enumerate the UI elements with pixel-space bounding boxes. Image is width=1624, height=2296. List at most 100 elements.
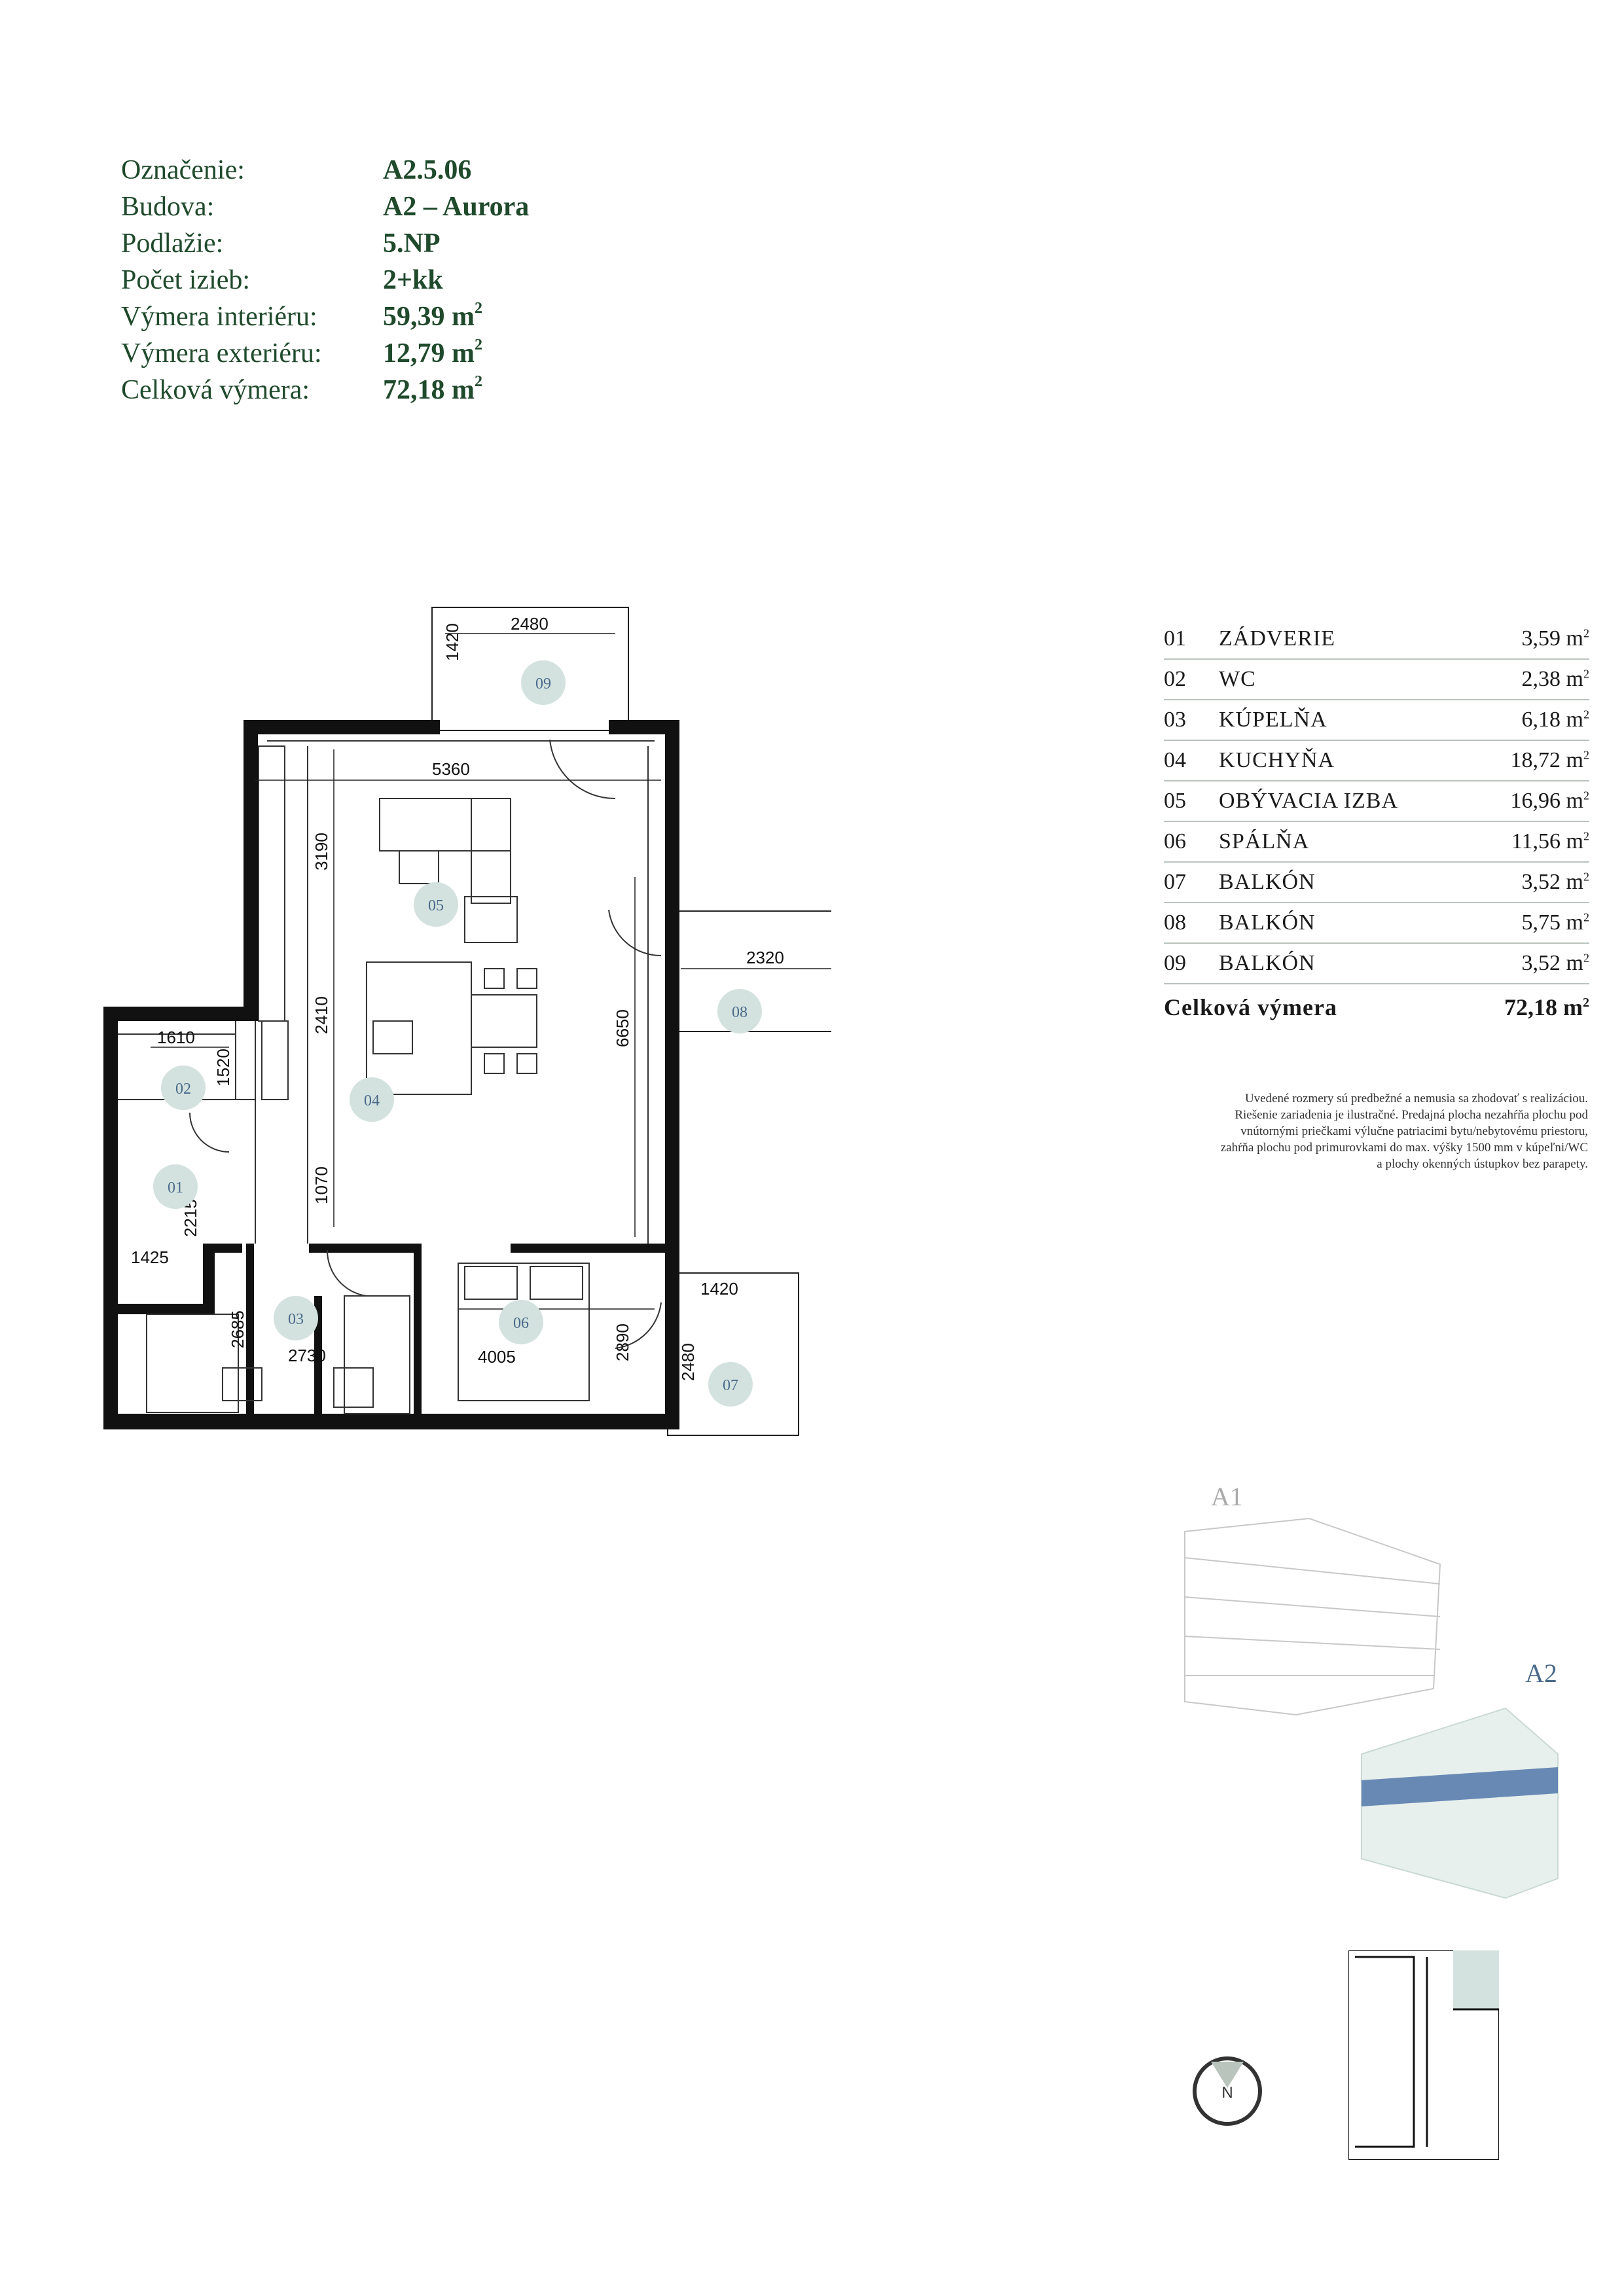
dim-entry-width: 1425 [131, 1247, 169, 1267]
room-number: 02 [1164, 667, 1186, 691]
room-area-text: 3,52 m [1521, 951, 1583, 975]
site-minimap [1348, 1950, 1500, 2161]
dim-bath-width: 2730 [288, 1346, 326, 1365]
room-area-unit: 2 [1583, 910, 1589, 924]
label-a1: A1 [1211, 1482, 1243, 1511]
spec-row: Podlažie: 5.NP [121, 225, 529, 262]
building-a1 [1184, 1517, 1441, 1716]
spec-row: Počet izieb: 2+kk [121, 262, 529, 298]
spec-unit: 2 [475, 300, 482, 317]
dim-living-depth: 3190 [312, 833, 331, 870]
spec-label: Podlažie: [121, 228, 224, 259]
room-name: KUCHYŇA [1219, 748, 1335, 772]
marker-06: 06 [513, 1315, 529, 1332]
floor-plan-drawing: 2480 1420 5360 3190 2410 6650 2320 2480 … [103, 607, 934, 1436]
room-area-unit: 2 [1583, 708, 1589, 721]
label-a2: A2 [1525, 1659, 1557, 1688]
spec-value: 5.NP [383, 228, 441, 259]
disclaimer-note: Uvedené rozmery sú predbežné a nemusia s… [1106, 1090, 1588, 1172]
spec-label: Označenie: [121, 155, 245, 185]
note-line: zahŕňa plochu pod primurovkami do max. v… [1220, 1141, 1588, 1155]
dim-balcony09-depth: 1420 [442, 623, 462, 661]
spec-value: 12,79 m2 [383, 336, 482, 369]
dim-bedroom-depth: 2890 [613, 1323, 632, 1361]
note-line: Uvedené rozmery sú predbežné a nemusia s… [1244, 1092, 1588, 1105]
dim-balcony08-width: 2320 [746, 948, 784, 967]
total-label: Celková výmera [1164, 994, 1337, 1020]
room-name: OBÝVACIA IZBA [1219, 789, 1399, 813]
floor-plan: 2480 1420 5360 3190 2410 6650 2320 2480 … [92, 589, 934, 1479]
spec-value: A2 – Aurora [383, 191, 529, 223]
room-area: 2,38 m2 [1498, 667, 1589, 692]
room-area: 16,96 m2 [1498, 789, 1589, 814]
spec-row: Celková výmera: 72,18 m2 [121, 372, 529, 408]
marker-03: 03 [288, 1311, 304, 1328]
room-area-text: 16,96 m [1510, 789, 1583, 813]
spec-label: Výmera exteriéru: [121, 338, 322, 368]
spec-unit: 2 [475, 336, 482, 353]
dim-kitchen-depth: 2410 [312, 996, 331, 1034]
room-area-unit: 2 [1583, 951, 1589, 965]
marker-09: 09 [535, 675, 551, 692]
spec-unit: 2 [475, 373, 482, 390]
room-name: WC [1219, 667, 1256, 691]
room-area: 3,52 m2 [1498, 951, 1589, 976]
room-area: 3,52 m2 [1498, 870, 1589, 895]
dim-wc-width: 1610 [157, 1028, 195, 1047]
spec-value: 72,18 m2 [383, 373, 482, 406]
spec-value-text: 72,18 m [383, 375, 475, 405]
balcony-09-outline [431, 607, 629, 731]
spec-label: Budova: [121, 192, 215, 222]
compass-label: N [1221, 2084, 1233, 2102]
table-row: 04 KUCHYŇA 18,72 m2 [1164, 741, 1589, 781]
room-name: KÚPELŇA [1219, 708, 1327, 732]
spec-row: Označenie: A2.5.06 [121, 152, 529, 188]
dim-bedroom-width: 4005 [478, 1347, 516, 1367]
room-number: 05 [1164, 789, 1186, 813]
dim-hall-depth: 1070 [312, 1166, 331, 1204]
room-name: BALKÓN [1219, 951, 1316, 975]
total-unit: 2 [1583, 996, 1589, 1010]
room-area-text: 18,72 m [1510, 748, 1583, 772]
room-area-unit: 2 [1583, 789, 1589, 802]
marker-07: 07 [723, 1377, 738, 1394]
room-number: 06 [1164, 829, 1186, 853]
spec-label: Celková výmera: [121, 375, 310, 405]
spec-value: 2+kk [383, 264, 443, 296]
room-area: 5,75 m2 [1498, 910, 1589, 935]
room-area-text: 3,52 m [1521, 870, 1583, 894]
dim-total-depth: 6650 [613, 1009, 632, 1047]
apartment-highlight [1453, 1950, 1499, 2009]
room-name: BALKÓN [1219, 870, 1316, 894]
spec-value-text: A2 – Aurora [383, 192, 530, 222]
spec-value: 59,39 m2 [383, 300, 482, 332]
total-value: 72,18 m2 [1458, 994, 1589, 1021]
room-area-text: 3,59 m [1521, 626, 1583, 651]
room-area-unit: 2 [1583, 667, 1589, 681]
room-area-unit: 2 [1583, 829, 1589, 843]
table-row: 05 OBÝVACIA IZBA 16,96 m2 [1164, 781, 1589, 822]
table-row: 02 WC 2,38 m2 [1164, 660, 1589, 700]
room-area-unit: 2 [1583, 748, 1589, 762]
room-number: 03 [1164, 708, 1186, 732]
marker-04: 04 [364, 1092, 380, 1109]
spec-label: Výmera interiéru: [121, 302, 317, 332]
spec-label: Počet izieb: [121, 265, 251, 295]
spec-row: Výmera exteriéru: 12,79 m2 [121, 335, 529, 372]
spec-value-text: A2.5.06 [383, 155, 472, 185]
room-number: 07 [1164, 870, 1186, 894]
spec-value: A2.5.06 [383, 154, 471, 186]
dim-balcony07-width: 1420 [700, 1279, 738, 1299]
room-area-text: 11,56 m [1511, 829, 1583, 853]
total-row: Celková výmera 72,18 m2 [1164, 984, 1589, 1030]
room-number: 04 [1164, 748, 1186, 772]
marker-02: 02 [175, 1081, 191, 1098]
walls [103, 720, 679, 1429]
room-area-text: 5,75 m [1521, 910, 1583, 935]
room-area-text: 6,18 m [1521, 708, 1583, 732]
marker-08: 08 [732, 1004, 748, 1021]
